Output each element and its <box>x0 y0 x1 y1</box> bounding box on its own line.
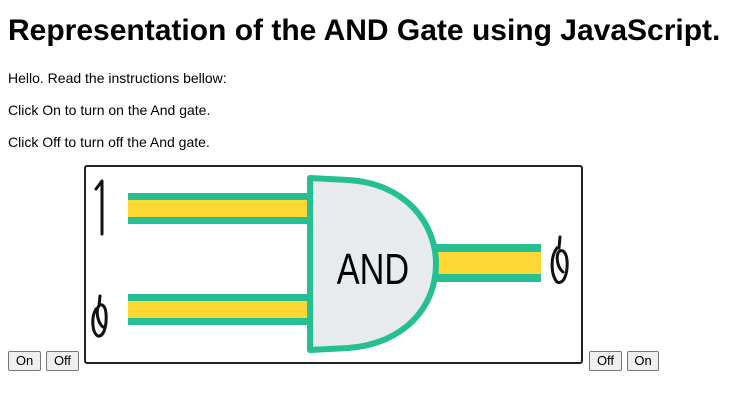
output-value-glyph <box>550 235 569 284</box>
and-gate-body <box>307 175 439 353</box>
output-wire-core <box>431 252 541 274</box>
bottom-input-value-glyph <box>91 294 108 338</box>
top-input-value-glyph <box>94 179 104 236</box>
instruction-on: Click On to turn on the And gate. <box>8 102 211 118</box>
gate-label: AND <box>337 245 409 294</box>
page-title: Representation of the AND Gate using Jav… <box>8 14 721 47</box>
and-gate-diagram: AND <box>84 165 583 364</box>
left-off-button[interactable]: Off <box>46 351 79 371</box>
right-off-button[interactable]: Off <box>589 351 622 371</box>
left-on-button[interactable]: On <box>8 351 41 371</box>
top-input-wire-core <box>128 200 308 217</box>
right-on-button[interactable]: On <box>627 351 659 371</box>
bottom-input-wire-core <box>128 301 308 318</box>
instruction-intro: Hello. Read the instructions bellow: <box>8 70 227 86</box>
and-gate-svg: AND <box>91 175 569 353</box>
instruction-off: Click Off to turn off the And gate. <box>8 134 210 150</box>
